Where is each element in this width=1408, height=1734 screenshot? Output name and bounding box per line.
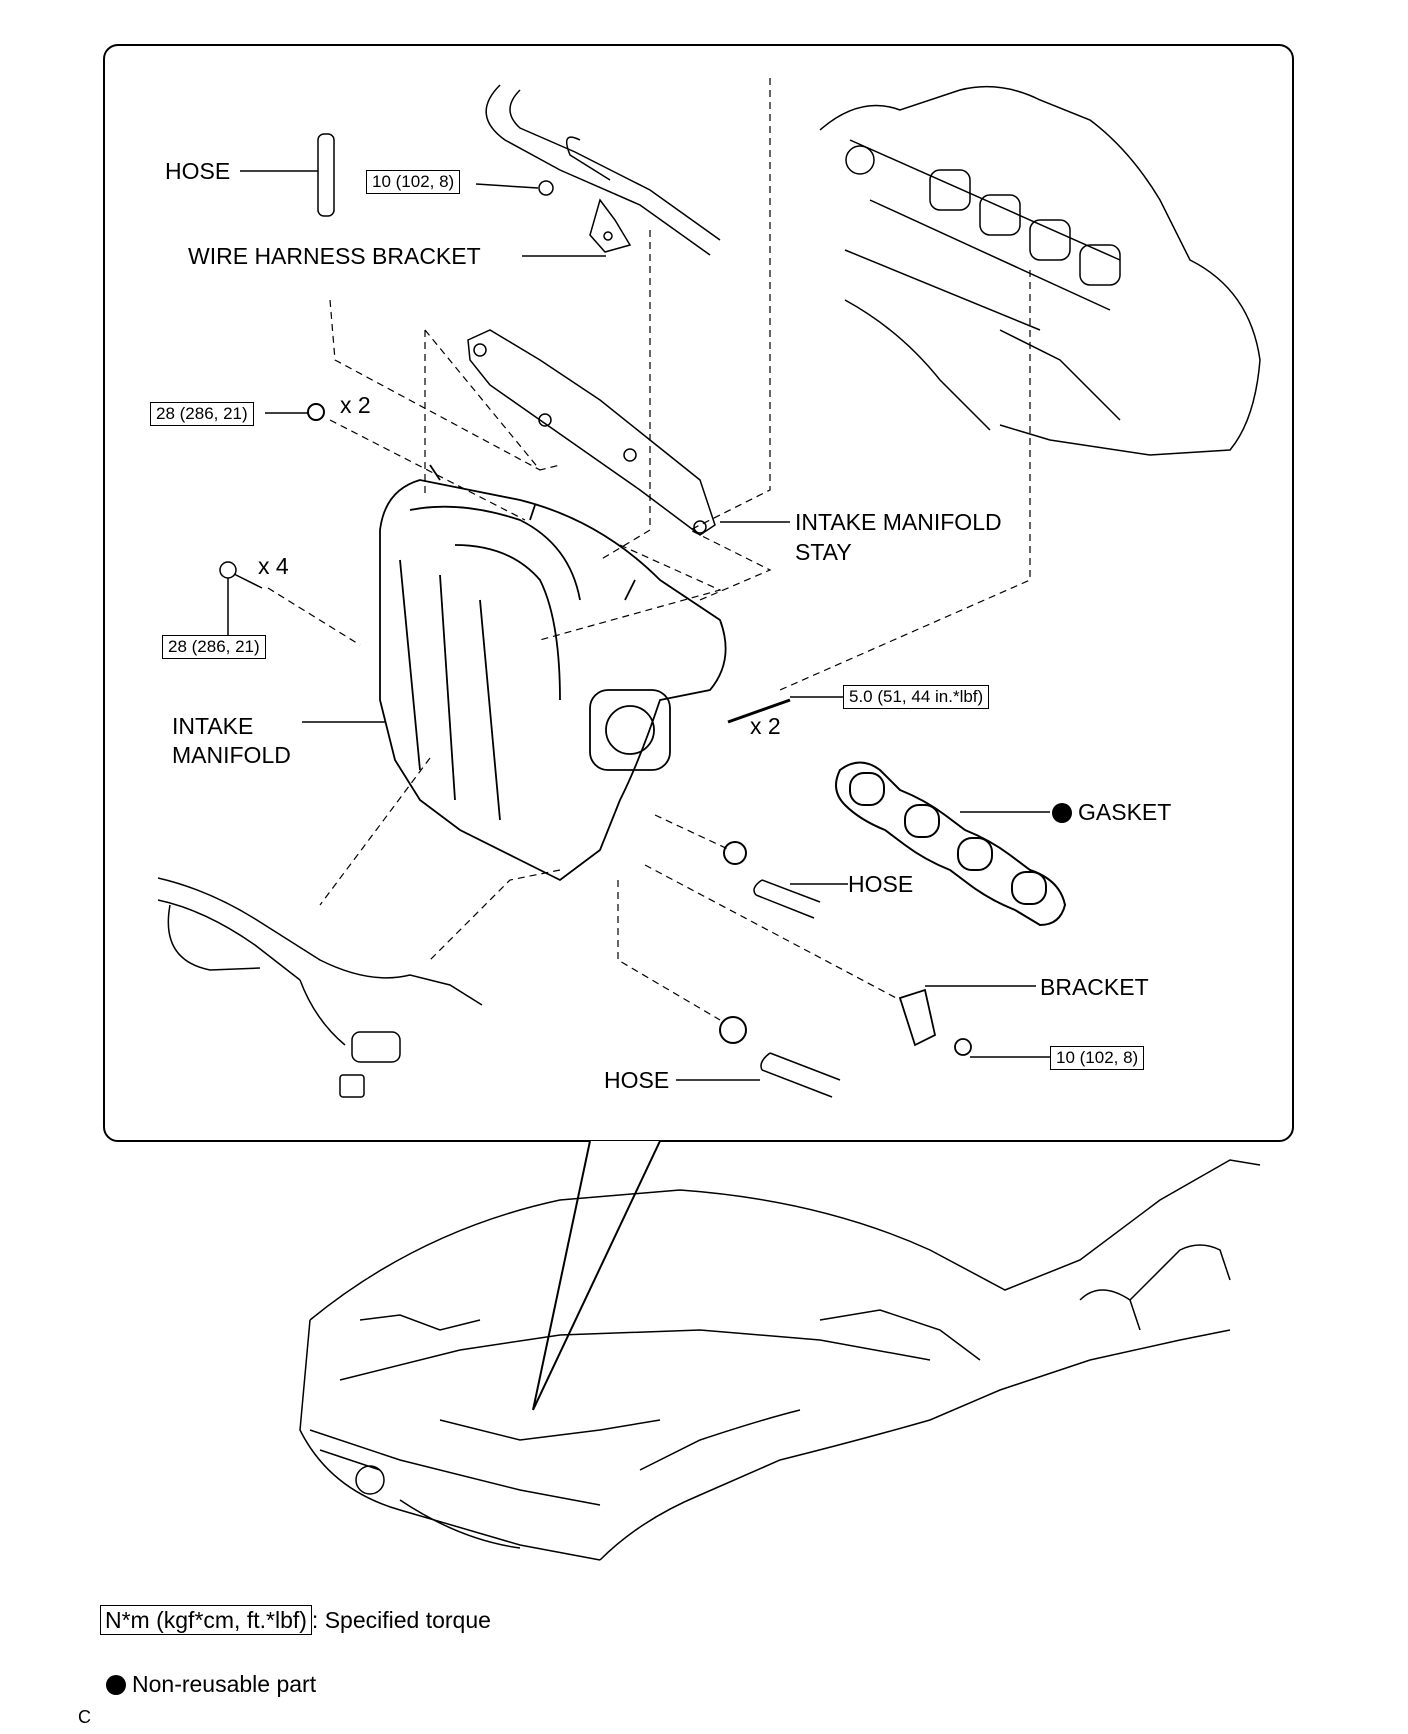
bracket-bolt-top <box>538 180 554 196</box>
label-intake-manifold-stay-line2: STAY <box>795 539 852 565</box>
label-bracket: BRACKET <box>1040 974 1149 1000</box>
bracket-bolt-part <box>954 1038 972 1056</box>
torque-wire-bracket-bolt: 10 (102, 8) <box>366 170 461 194</box>
legend-torque-text: : Specified torque <box>311 1607 491 1633</box>
hose-mid-part <box>753 879 821 919</box>
corner-code: C <box>78 1707 91 1727</box>
label-qty-bolt: x 4 <box>258 553 289 579</box>
label-intake-manifold-stay-line1: INTAKE MANIFOLD <box>795 509 1002 535</box>
stay-nut-part <box>307 403 325 421</box>
torque-bracket-bolt: 10 (102, 8) <box>1050 1046 1145 1070</box>
hose-bottom-clamp <box>719 1016 747 1044</box>
legend-torque: N*m (kgf*cm, ft.*lbf): Specified torque <box>100 1605 491 1635</box>
torque-manifold-bolt: 28 (286, 21) <box>162 635 266 659</box>
hose-bottom-part <box>760 1052 841 1098</box>
bracket-part <box>898 988 937 1047</box>
hose-top-part <box>317 133 335 217</box>
engine-block-sketch <box>819 85 1261 456</box>
manifold-bolt-part <box>219 561 263 589</box>
gasket-part <box>835 761 1067 927</box>
legend-torque-unit: N*m (kgf*cm, ft.*lbf) <box>100 1605 312 1635</box>
label-gasket-text: GASKET <box>1078 799 1172 825</box>
leader-lines <box>227 170 1050 1081</box>
label-intake-manifold-line1: INTAKE <box>172 713 254 739</box>
label-hose-mid: HOSE <box>848 871 914 897</box>
torque-stay-nut: 28 (286, 21) <box>150 402 254 426</box>
label-hose-top: HOSE <box>165 158 231 184</box>
intake-manifold-stay-part <box>467 329 716 536</box>
label-qty-nut: x 2 <box>340 392 371 418</box>
label-qty-stud: x 2 <box>750 713 781 739</box>
stud-part <box>727 698 791 724</box>
label-wire-harness-bracket: WIRE HARNESS BRACKET <box>188 243 481 269</box>
label-hose-bottom: HOSE <box>604 1067 670 1093</box>
vehicle-sketch <box>299 1159 1261 1561</box>
stay-hole-4 <box>693 520 707 534</box>
callout-frame <box>103 44 1294 1142</box>
legend-nonreusable-text: Non-reusable part <box>132 1671 317 1697</box>
torque-stud: 5.0 (51, 44 in.*lbf) <box>843 685 990 709</box>
intake-manifold-part <box>379 464 727 882</box>
assembly-guide-lines <box>267 78 1031 1021</box>
callout-pointer <box>532 1140 661 1411</box>
stay-hole-3 <box>623 448 637 462</box>
label-gasket: GASKET <box>1052 799 1171 825</box>
label-intake-manifold-line2: MANIFOLD <box>172 742 291 768</box>
stay-hole-2 <box>538 413 552 427</box>
nonreusable-dot-icon <box>1052 803 1072 823</box>
stay-hole-1 <box>473 343 487 357</box>
legend-nonreusable: Non-reusable part <box>106 1670 316 1698</box>
legend-dot-icon <box>106 1675 126 1695</box>
hose-mid-clamp <box>723 841 747 865</box>
lower-harness-sketch <box>157 877 483 1098</box>
wire-harness-sketch <box>485 84 721 256</box>
